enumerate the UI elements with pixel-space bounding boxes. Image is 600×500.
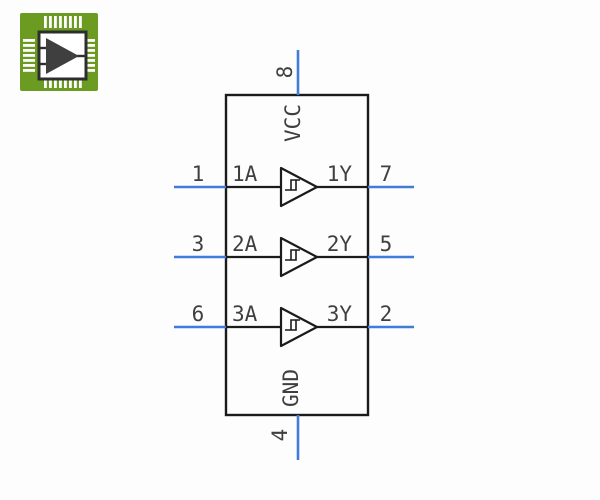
gate-2-input-pin-number: 3 (192, 232, 205, 256)
chip-icon-buffer-triangle (46, 38, 79, 74)
gate-1-input-pin-number: 1 (192, 162, 205, 186)
vcc-pin-number: 8 (273, 66, 297, 79)
gate-3-output-pin-number: 2 (380, 302, 393, 326)
gate-3-input-label: 3A (232, 302, 258, 326)
gate-1-input-label: 1A (232, 162, 258, 186)
gate-2-input-label: 2A (232, 232, 258, 256)
gnd-pin-number: 4 (268, 429, 292, 442)
gate-1-output-pin-number: 7 (380, 162, 393, 186)
gate-3-input-pin-number: 6 (192, 302, 205, 326)
gate-1: 1 1A 1Y 7 (174, 162, 414, 208)
gate-2-buffer-triangle[interactable] (279, 236, 319, 278)
gate-2-hysteresis-icon (285, 249, 300, 261)
gate-1-hysteresis-icon (285, 179, 300, 191)
gate-2: 3 2A 2Y 5 (174, 232, 414, 278)
gate-3-buffer-triangle[interactable] (279, 306, 319, 348)
gnd-pin-label: GND (279, 369, 303, 407)
gate-2-output-label: 2Y (327, 232, 353, 256)
gate-2-output-pin-number: 5 (380, 232, 393, 256)
gate-1-output-label: 1Y (327, 162, 353, 186)
chip-icon-pin-stripes (23, 16, 95, 88)
gate-3: 6 3A 3Y 2 (174, 302, 414, 348)
gate-3-output-label: 3Y (327, 302, 353, 326)
vcc-pin-label: VCC (281, 104, 305, 142)
logic-buffer-chip-icon (20, 13, 98, 91)
gate-1-buffer-triangle[interactable] (279, 166, 319, 208)
gate-3-hysteresis-icon (285, 319, 300, 331)
